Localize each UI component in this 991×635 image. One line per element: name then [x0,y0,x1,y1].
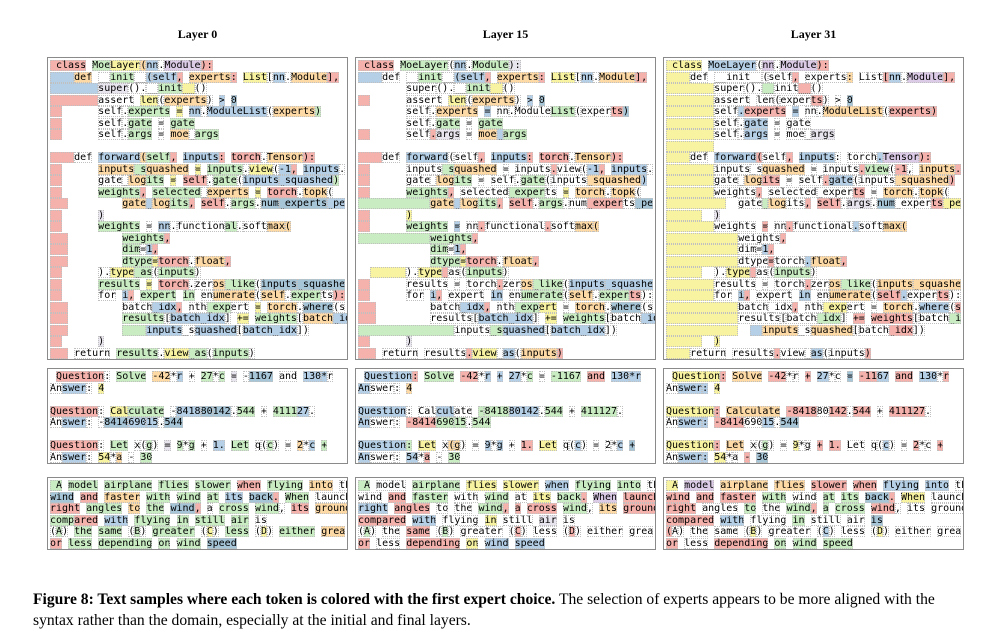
code-sample-layer-31: class MoeLayer(nn.Module): def __init__(… [663,57,964,360]
column-header-layer-0: Layer 0 [177,27,218,41]
column-header-layer-31: Layer 31 [790,27,837,41]
prose-sample-layer-31: A model airplane flies slower when flyin… [663,477,964,550]
prose-sample-layer-15: A model airplane flies slower when flyin… [355,477,656,550]
figure-caption: Figure 8: Text samples where each token … [33,590,960,631]
column-header-layer-15: Layer 15 [482,27,529,41]
prose-sample-layer-0: A model airplane flies slower when flyin… [47,477,348,550]
code-sample-layer-15: class MoeLayer(nn.Module): def __init__(… [355,57,656,360]
code-sample-layer-0: class MoeLayer(nn.Module): def __init__(… [47,57,348,360]
math-qa-sample-layer-0: Question: Solve -42*r + 27*c = -1167 and… [47,368,348,464]
figure-caption-bold: Figure 8: Text samples where each token … [33,591,556,608]
math-qa-sample-layer-31: Question: Solve -42*r + 27*c = -1167 and… [663,368,964,464]
math-qa-sample-layer-15: Question: Solve -42*r + 27*c = -1167 and… [355,368,656,464]
figure-caption-rest: The selection of experts appears to be m… [33,591,935,629]
